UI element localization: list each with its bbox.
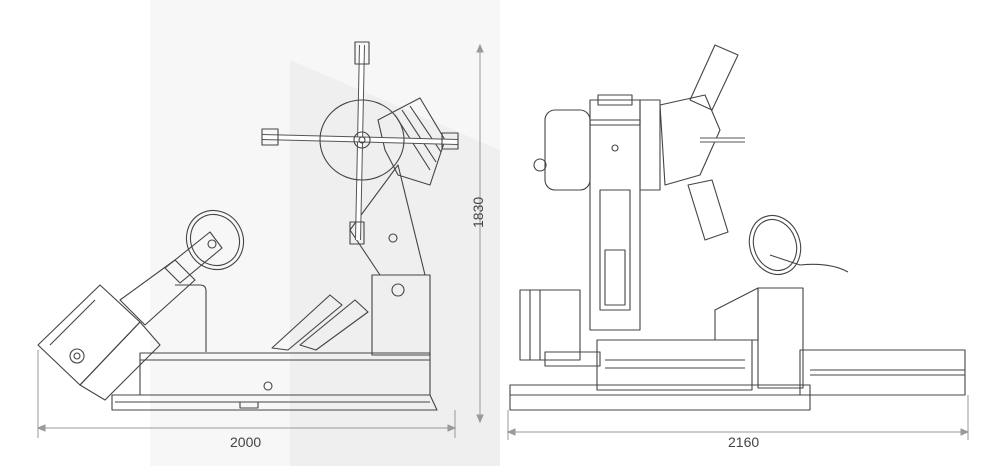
side-view-machine	[37, 41, 459, 411]
front-pedestal-side	[714, 287, 759, 341]
background-shade-diagonal	[290, 60, 500, 466]
clamp-hub-center	[358, 136, 366, 144]
front-base	[509, 394, 811, 411]
dimension-lines	[36, 43, 970, 440]
control-box-knob-center	[73, 352, 81, 360]
front-gauge	[533, 158, 547, 172]
clamp-jaw-right	[441, 132, 459, 150]
column-slot	[599, 189, 631, 311]
dimension-label-front-width: 2160	[728, 434, 760, 450]
clamp-hub-ring	[319, 99, 405, 181]
front-steering-wheel	[748, 214, 802, 276]
motor-foot	[544, 351, 601, 367]
front-pedestal	[757, 287, 804, 389]
dimension-label-height: 1830	[470, 196, 486, 228]
column-bolt	[391, 283, 405, 297]
dim-arrow-front-right	[960, 428, 970, 436]
front-steering-wheel-inner	[752, 218, 798, 272]
column-screw	[611, 144, 619, 152]
steering-wheel-outer	[185, 209, 245, 271]
dim-arrow-height-top	[476, 43, 484, 53]
front-column	[589, 119, 641, 331]
steering-wheel-inner	[189, 213, 241, 267]
front-view-machine	[509, 44, 966, 411]
dim-arrow-front-left	[506, 428, 516, 436]
column-pin	[388, 233, 398, 243]
control-box-line	[49, 299, 96, 346]
control-box	[37, 284, 141, 386]
front-clamp-plate	[659, 94, 721, 186]
dim-arrow-height-bottom	[476, 414, 484, 424]
dim-arrow-side-left	[36, 424, 46, 432]
front-gear-housing	[544, 109, 591, 191]
clamp-arm-horizontal-inner	[261, 135, 459, 144]
front-clamp-jaw-upper	[689, 44, 739, 111]
front-head-cap	[597, 94, 633, 106]
side-body-bolt	[263, 381, 273, 391]
column-piston	[604, 249, 626, 306]
dim-arrow-side-right	[447, 424, 457, 432]
front-motor	[519, 289, 581, 361]
front-carriage	[596, 339, 753, 391]
steering-wheel-hub	[207, 239, 217, 249]
motor-rib-2	[401, 109, 437, 163]
control-box-knob	[69, 348, 85, 364]
front-side-plate	[639, 99, 661, 191]
dimension-label-side-width: 2000	[230, 434, 262, 450]
front-base-top	[509, 384, 811, 396]
arm-column	[119, 259, 196, 326]
clamp-jaw-left	[261, 128, 279, 146]
clamp-hub	[353, 131, 371, 149]
front-rail	[799, 349, 966, 396]
clamp-jaw-top	[354, 41, 370, 65]
column-base	[371, 274, 431, 356]
side-body	[139, 352, 431, 396]
front-clamp-jaw-lower	[687, 179, 729, 241]
side-base-slot	[239, 401, 259, 409]
arm-upper	[164, 231, 223, 284]
link-arm-1	[271, 294, 343, 351]
link-arm-2	[299, 299, 369, 351]
front-lever	[769, 254, 849, 273]
clamp-jaw-bottom	[349, 221, 365, 245]
motor-block	[377, 97, 446, 186]
control-box-side	[79, 321, 161, 401]
cable-guard	[175, 284, 207, 352]
